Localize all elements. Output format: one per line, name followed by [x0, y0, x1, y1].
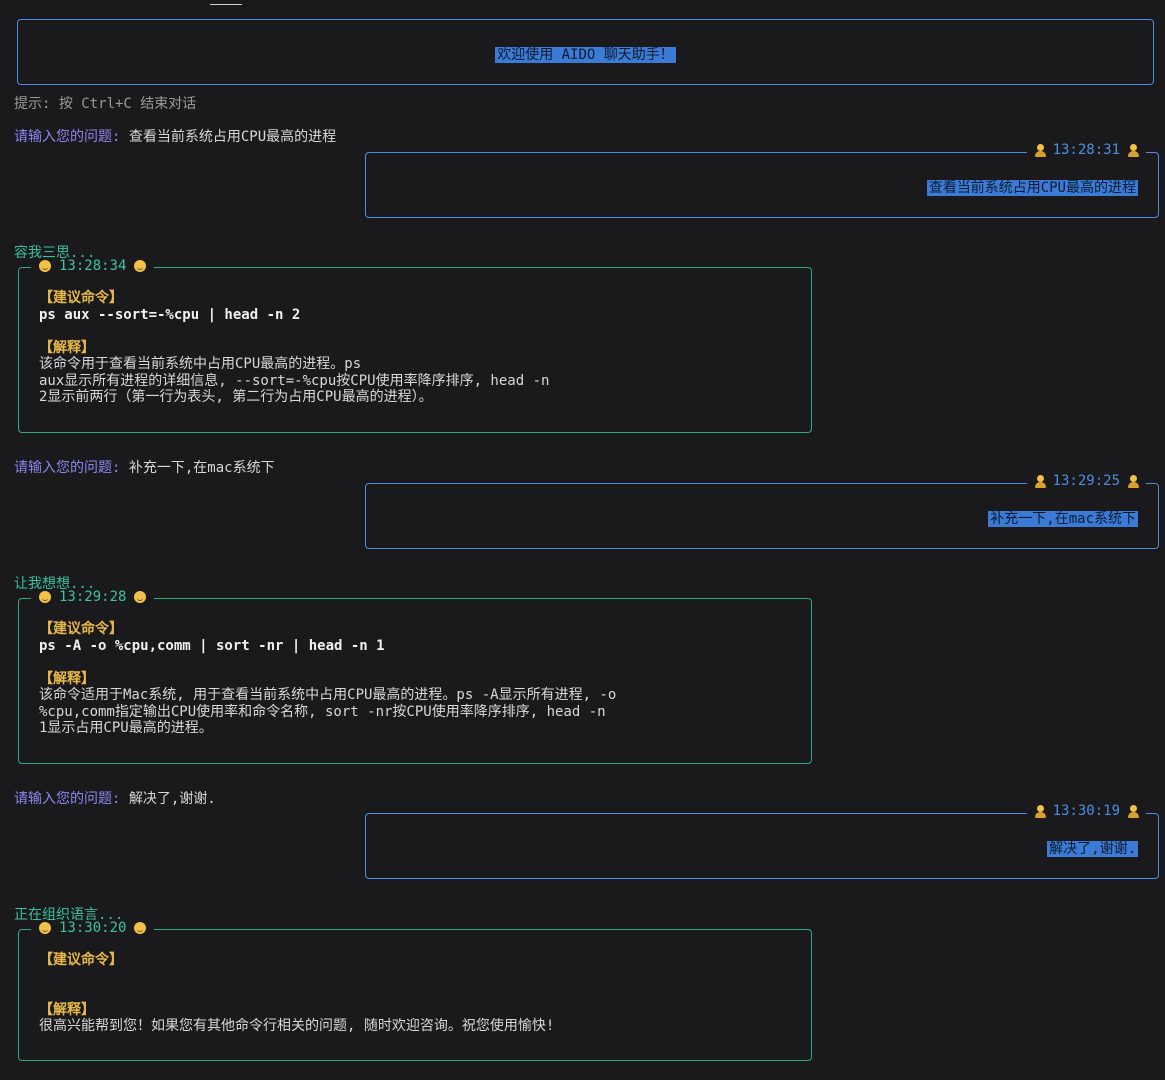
suggested-command-label: 【建议命令】: [39, 621, 123, 637]
smile-emoji-icon: [134, 591, 147, 603]
question-text: 查看当前系统占用CPU最高的进程: [128, 129, 337, 145]
user-message-header: 13:30:19: [1026, 803, 1146, 819]
assistant-message-box: 13:29:28 【建议命令】 ps -A -o %cpu,comm | sor…: [18, 589, 812, 764]
question-line: 请输入您的问题: 补充一下,在mac系统下: [14, 457, 275, 477]
explanation-line: aux显示所有进程的详细信息, --sort=-%cpu按CPU使用率降序排序,…: [39, 372, 550, 389]
explanation-label: 【解释】: [39, 670, 95, 687]
prompt-label: 请输入您的问题:: [14, 129, 121, 145]
explanation-label: 【解释】: [39, 339, 95, 356]
suggested-command: ps aux --sort=-%cpu | head -n 2: [39, 306, 301, 323]
welcome-text: 欢迎使用 AIDO 聊天助手！: [495, 47, 676, 63]
assistant-message-box: 13:28:34 【建议命令】 ps aux --sort=-%cpu | he…: [18, 258, 812, 433]
explanation-line: 该命令用于查看当前系统中占用CPU最高的进程。ps: [39, 356, 362, 372]
smile-emoji-icon: [134, 922, 147, 934]
thinking-text: 正在组织语言...: [14, 907, 124, 923]
explanation-line: %cpu,comm指定输出CPU使用率和命令名称, sort -nr按CPU使用…: [39, 703, 606, 720]
smile-emoji-icon: [39, 922, 51, 934]
user-message-text: 查看当前系统占用CPU最高的进程: [926, 180, 1138, 196]
person-icon: [1034, 474, 1046, 488]
user-message-box: 13:28:31 查看当前系统占用CPU最高的进程: [365, 142, 1159, 218]
question-text: 补充一下,在mac系统下: [128, 460, 275, 476]
assistant-message-header: 13:29:28: [31, 589, 155, 605]
explanation-line: 1显示占用CPU最高的进程。: [39, 720, 213, 736]
assistant-message-box: 13:30:20 【建议命令】 【解释】 很高兴能帮到您！如果您有其他命令行相关…: [18, 920, 812, 1061]
person-icon: [1128, 804, 1139, 818]
welcome-banner: 欢迎使用 AIDO 聊天助手！: [17, 19, 1154, 85]
user-timestamp: 13:28:31: [1052, 142, 1120, 158]
assistant-message-header: 13:30:20: [31, 920, 155, 936]
thinking-text: 让我想想...: [14, 576, 96, 592]
assistant-timestamp: 13:30:20: [59, 920, 127, 936]
hint-text: 提示: 按 Ctrl+C 结束对话: [14, 96, 197, 112]
smile-emoji-icon: [134, 260, 147, 272]
assistant-timestamp: 13:29:28: [59, 589, 127, 605]
explanation-line: 2显示前两行（第一行为表头, 第二行为占用CPU最高的进程）。: [39, 389, 433, 405]
user-message-text: 补充一下,在mac系统下: [988, 511, 1138, 527]
suggested-command-label: 【建议命令】: [39, 290, 123, 306]
assistant-timestamp: 13:28:34: [59, 258, 127, 274]
explanation-line: 该命令适用于Mac系统, 用于查看当前系统中占用CPU最高的进程。ps -A显示…: [39, 687, 617, 703]
user-message-box: 13:30:19 解决了,谢谢.: [365, 803, 1159, 879]
user-timestamp: 13:29:25: [1052, 473, 1120, 489]
user-message-header: 13:28:31: [1026, 142, 1146, 158]
user-message-box: 13:29:25 补充一下,在mac系统下: [365, 473, 1159, 549]
prompt-label: 请输入您的问题:: [14, 460, 121, 476]
explanation-line: 很高兴能帮到您！如果您有其他命令行相关的问题, 随时欢迎咨询。祝您使用愉快!: [39, 1018, 555, 1034]
question-line: 请输入您的问题: 查看当前系统占用CPU最高的进程: [14, 126, 336, 146]
explanation-label: 【解释】: [39, 1001, 95, 1018]
smile-emoji-icon: [39, 260, 51, 272]
person-icon: [1034, 804, 1046, 818]
person-icon: [1128, 474, 1139, 488]
question-text: 解决了,谢谢.: [128, 791, 216, 807]
suggested-command-label: 【建议命令】: [39, 952, 123, 968]
prompt-label: 请输入您的问题:: [14, 791, 121, 807]
user-message-header: 13:29:25: [1026, 473, 1146, 489]
user-timestamp: 13:30:19: [1052, 803, 1120, 819]
smile-emoji-icon: [39, 591, 51, 603]
suggested-command: [39, 969, 791, 986]
top-divider: [210, 4, 242, 5]
person-icon: [1128, 143, 1139, 157]
suggested-command: ps -A -o %cpu,comm | sort -nr | head -n …: [39, 637, 385, 654]
person-icon: [1034, 143, 1046, 157]
user-message-text: 解决了,谢谢.: [1047, 841, 1138, 857]
assistant-message-header: 13:28:34: [31, 258, 155, 274]
question-line: 请输入您的问题: 解决了,谢谢.: [14, 788, 216, 808]
thinking-text: 容我三思...: [14, 245, 96, 261]
